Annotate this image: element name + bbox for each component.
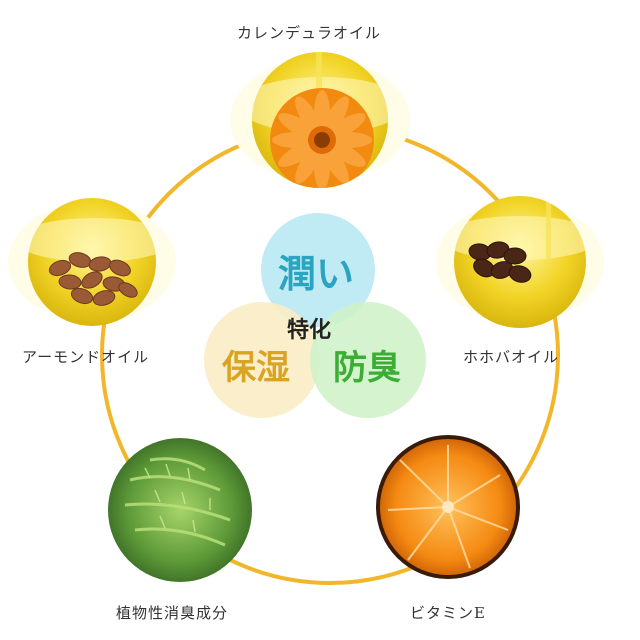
label-calendula-oil: カレンデュラオイル <box>237 24 382 42</box>
calendula-oil-image <box>230 52 410 188</box>
label-plant-deodorant: 植物性消臭成分 <box>116 604 229 622</box>
venn-circle-deodorant <box>310 302 426 418</box>
venn-circle-moisture <box>261 213 375 327</box>
venn-circle-hydration <box>204 302 320 418</box>
vitamin-e-orange-image <box>376 435 520 579</box>
word-hydration: 保湿 <box>222 348 290 388</box>
jojoba-oil-image <box>436 196 604 328</box>
label-almond-oil: アーモンドオイル <box>22 348 150 366</box>
almond-oil-image <box>8 198 176 326</box>
label-vitamin-e: ビタミンE <box>410 604 486 622</box>
word-deodorant: 防臭 <box>333 348 401 388</box>
plant-deodorant-image <box>108 438 252 582</box>
word-moisture: 潤い <box>278 251 355 296</box>
label-jojoba-oil: ホホバオイル <box>463 348 560 366</box>
word-specialized: 特化 <box>287 317 332 343</box>
